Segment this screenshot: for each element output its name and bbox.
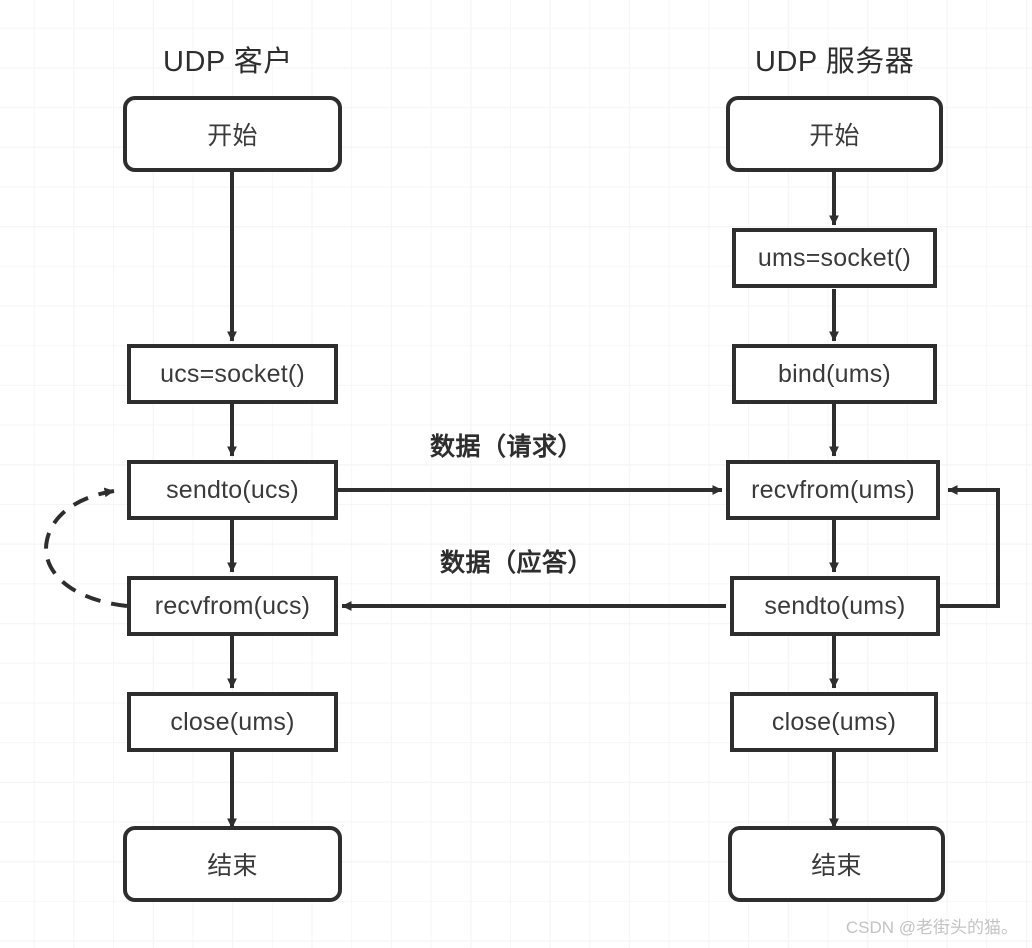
edge-label-request: 数据（请求） [430, 433, 584, 461]
node-server-end[interactable]: 结束 [728, 826, 945, 902]
edge-label-response: 数据（应答） [440, 549, 594, 577]
column-title-client: UDP 客户 [163, 46, 293, 78]
node-server-socket[interactable]: ums=socket() [732, 228, 937, 288]
node-client-close[interactable]: close(ums) [127, 692, 338, 752]
node-client-start[interactable]: 开始 [123, 96, 342, 172]
edge-server-loopback [940, 485, 1000, 608]
node-server-recvfrom[interactable]: recvfrom(ums) [726, 460, 940, 520]
node-server-sendto[interactable]: sendto(ums) [730, 576, 940, 636]
node-client-socket[interactable]: ucs=socket() [127, 344, 338, 404]
watermark: CSDN @老街头的猫。 [845, 918, 1018, 937]
node-server-bind[interactable]: bind(ums) [732, 344, 937, 404]
node-server-close[interactable]: close(ums) [730, 692, 938, 752]
node-client-end[interactable]: 结束 [123, 826, 342, 902]
column-title-server: UDP 服务器 [755, 46, 915, 78]
node-client-sendto[interactable]: sendto(ucs) [127, 460, 338, 520]
node-client-recvfrom[interactable]: recvfrom(ucs) [127, 576, 338, 636]
node-server-start[interactable]: 开始 [726, 96, 943, 172]
edge-client-retry-loop [44, 487, 128, 608]
